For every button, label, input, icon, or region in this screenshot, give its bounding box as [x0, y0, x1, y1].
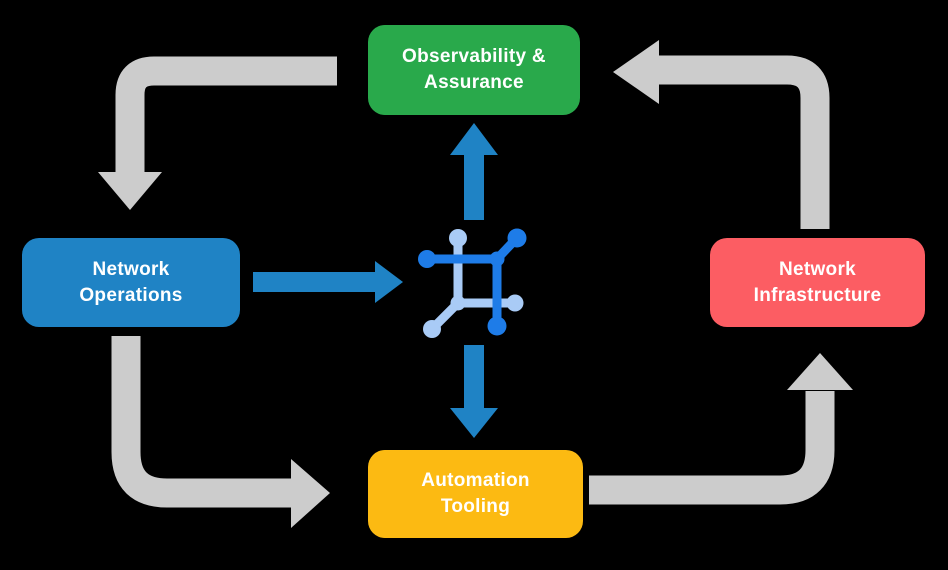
- node-network-infrastructure: Network Infrastructure: [710, 238, 925, 327]
- node-label-line: Automation: [421, 470, 530, 491]
- node-observability-assurance: Observability & Assurance: [368, 25, 580, 115]
- node-label-line: Observability &: [402, 46, 546, 67]
- network-platform-icon: [418, 228, 527, 338]
- node-network-operations: Network Operations: [22, 238, 240, 327]
- arrow-infrastructure-to-observability: [613, 40, 830, 229]
- node-automation-tooling: Automation Tooling: [368, 450, 583, 538]
- arrow-observability-to-operations: [98, 56, 337, 210]
- arrow-automation-to-infrastructure: [589, 353, 853, 505]
- node-label-line: Infrastructure: [753, 284, 882, 306]
- node-label-line: Network: [778, 258, 857, 280]
- node-label: Automation Tooling: [421, 468, 530, 520]
- node-label: Network Operations: [79, 257, 182, 309]
- node-label-line: Network: [92, 258, 170, 280]
- node-label-line: Tooling: [440, 496, 511, 517]
- arrow-center-to-observability: [450, 123, 498, 220]
- node-label-line: Assurance: [424, 72, 524, 93]
- node-label: Observability & Assurance: [402, 44, 546, 96]
- arrow-operations-to-automation: [111, 336, 330, 528]
- arrow-operations-to-center: [253, 261, 403, 303]
- arrow-center-to-automation: [450, 345, 498, 438]
- node-label: Network Infrastructure: [754, 257, 882, 309]
- node-label-line: Operations: [79, 284, 183, 306]
